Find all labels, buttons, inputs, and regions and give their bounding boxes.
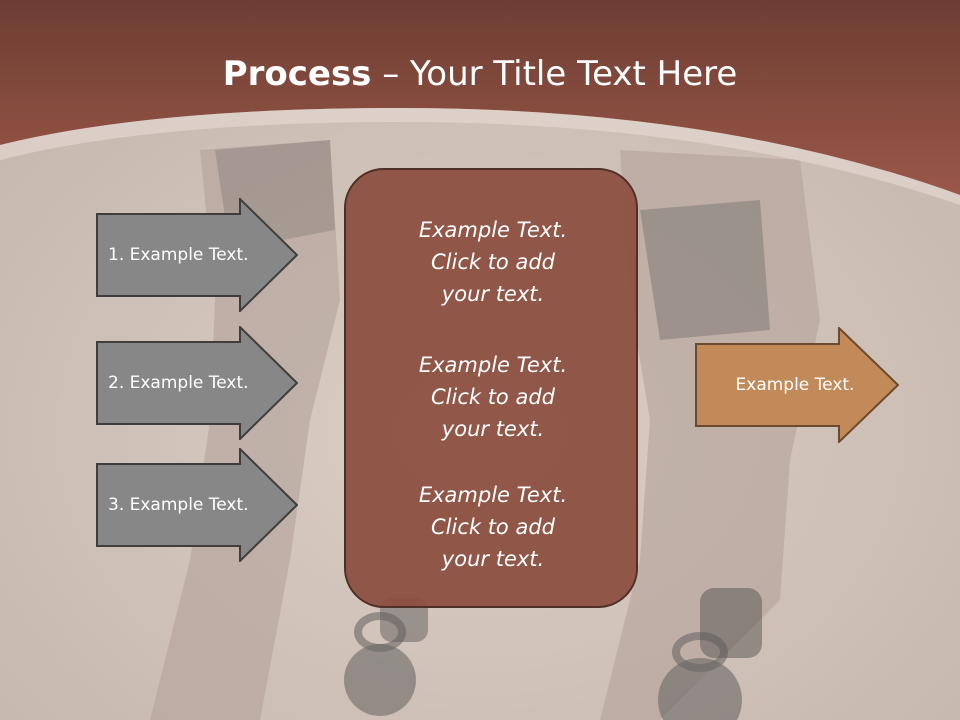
right-arrow[interactable]: Example Text. <box>695 327 899 443</box>
center-block-1: Example Text. Click to add your text. <box>346 214 640 310</box>
center-line: your text. <box>441 547 545 571</box>
slide-title: Process – Your Title Text Here <box>0 52 960 96</box>
center-line: Example Text. <box>418 483 568 507</box>
left-arrow-label: 1. Example Text. <box>108 245 249 265</box>
center-block-3: Example Text. Click to add your text. <box>346 479 640 575</box>
center-block-2: Example Text. Click to add your text. <box>346 349 640 445</box>
center-line: Click to add <box>430 250 555 274</box>
left-arrow-label: 2. Example Text. <box>108 373 249 393</box>
title-bold: Process <box>222 54 372 94</box>
center-text-box[interactable]: Example Text. Click to add your text. Ex… <box>344 168 638 608</box>
left-arrow-label: 3. Example Text. <box>108 495 249 515</box>
center-line: your text. <box>441 417 545 441</box>
arrow-shape <box>96 448 298 562</box>
center-line: Click to add <box>430 515 555 539</box>
left-arrow-1[interactable]: 1. Example Text. <box>96 198 298 312</box>
title-rest: – Your Title Text Here <box>371 54 738 94</box>
header-band <box>0 0 960 205</box>
center-line: Example Text. <box>418 353 568 377</box>
center-line: Click to add <box>430 385 555 409</box>
right-arrow-label: Example Text. <box>735 375 855 395</box>
left-arrow-2[interactable]: 2. Example Text. <box>96 326 298 440</box>
left-arrow-3[interactable]: 3. Example Text. <box>96 448 298 562</box>
center-line: Example Text. <box>418 218 568 242</box>
arrow-shape <box>96 198 298 312</box>
arrow-shape <box>695 327 899 443</box>
arrow-shape <box>96 326 298 440</box>
center-line: your text. <box>441 282 545 306</box>
